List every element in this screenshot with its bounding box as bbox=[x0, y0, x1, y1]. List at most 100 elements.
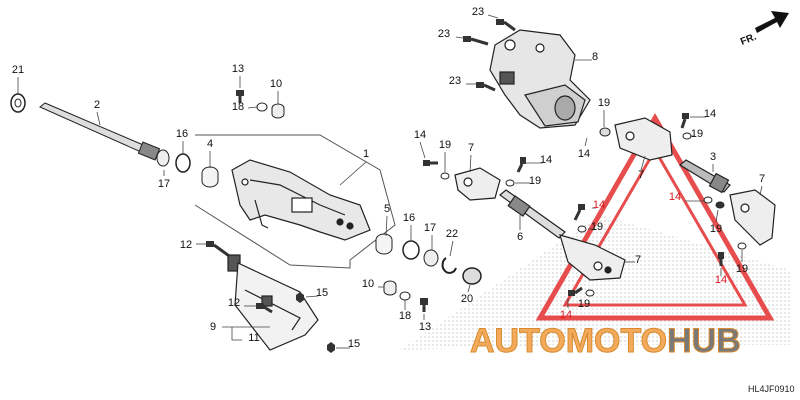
callout-10: 10 bbox=[362, 278, 374, 290]
bearing-20 bbox=[462, 267, 482, 285]
nut-19-g bbox=[703, 196, 713, 204]
callout-3: 3 bbox=[710, 151, 716, 163]
callout-15: 15 bbox=[348, 338, 360, 350]
bolt-14-e bbox=[680, 113, 689, 129]
callout-14: 14 bbox=[578, 148, 590, 160]
bushing-4 bbox=[201, 166, 219, 188]
bolt-14-c bbox=[573, 204, 585, 221]
callout-7: 7 bbox=[635, 254, 641, 266]
callout-11: 11 bbox=[248, 332, 259, 344]
washer-18-lower bbox=[399, 291, 411, 301]
callout-14: 14 bbox=[715, 274, 727, 286]
callout-1: 1 bbox=[363, 148, 369, 160]
callout-19: 19 bbox=[710, 223, 722, 235]
diagram-code: HL4JF0910 bbox=[748, 384, 795, 394]
callout-14: 14 bbox=[593, 199, 605, 211]
callout-16: 16 bbox=[403, 212, 415, 224]
front-direction-arrow bbox=[755, 11, 789, 33]
callout-13: 13 bbox=[232, 63, 244, 75]
bolt-13-top bbox=[236, 90, 244, 103]
callout-17: 17 bbox=[158, 178, 170, 190]
callout-14: 14 bbox=[669, 191, 681, 203]
callout-4: 4 bbox=[207, 138, 213, 150]
watermark: AUTOMOTOHUB bbox=[470, 322, 742, 361]
callout-19: 19 bbox=[439, 139, 451, 151]
callout-19: 19 bbox=[529, 175, 541, 187]
callout-22: 22 bbox=[446, 228, 458, 240]
universal-joint-7-a bbox=[454, 167, 501, 201]
nut-19-i bbox=[737, 242, 747, 250]
nut-19-b bbox=[505, 179, 515, 187]
collar-10-lower bbox=[383, 280, 397, 296]
damper-11 bbox=[227, 254, 319, 351]
callout-12: 12 bbox=[180, 239, 192, 251]
nut-19-f bbox=[682, 132, 692, 140]
seal-17-b bbox=[423, 249, 439, 267]
callout-15: 15 bbox=[316, 287, 328, 299]
callout-7: 7 bbox=[468, 142, 474, 154]
callout-16: 16 bbox=[176, 128, 188, 140]
bolt-23-a bbox=[496, 19, 516, 32]
callout-18: 18 bbox=[399, 310, 411, 322]
callout-20: 20 bbox=[461, 293, 473, 305]
bolt-14-a bbox=[423, 160, 438, 166]
callout-9: 9 bbox=[210, 321, 216, 333]
bearing-16-b bbox=[402, 240, 420, 260]
bolt-13-lower bbox=[420, 298, 428, 312]
callout-19: 19 bbox=[598, 97, 610, 109]
callout-5: 5 bbox=[384, 203, 390, 215]
callout-13: 13 bbox=[419, 321, 431, 333]
nut-15-b bbox=[327, 342, 335, 353]
callout-19: 19 bbox=[591, 221, 603, 233]
bolt-14-d bbox=[568, 286, 583, 296]
callout-18: 18 bbox=[232, 101, 244, 113]
watermark-part: HUB bbox=[667, 322, 741, 360]
universal-joint-7-c bbox=[614, 117, 673, 161]
callout-2: 2 bbox=[94, 99, 100, 111]
bearing-16 bbox=[175, 153, 191, 173]
callout-14: 14 bbox=[704, 108, 716, 120]
bolt-23-b bbox=[463, 36, 489, 46]
watermark-part: MOTO bbox=[566, 322, 667, 360]
callout-6: 6 bbox=[517, 231, 523, 243]
universal-joint-7-b bbox=[559, 234, 626, 281]
callout-19: 19 bbox=[736, 263, 748, 275]
nut-19-d bbox=[585, 289, 595, 297]
intermediate-shaft-6 bbox=[499, 189, 566, 239]
callout-19: 19 bbox=[691, 128, 703, 140]
callout-17: 17 bbox=[424, 222, 436, 234]
callout-10: 10 bbox=[270, 78, 282, 90]
callout-14: 14 bbox=[414, 129, 426, 141]
watermark-triangle bbox=[535, 112, 775, 321]
watermark-part: AUTO bbox=[470, 322, 566, 360]
eps-motor-8 bbox=[489, 29, 591, 129]
callout-23: 23 bbox=[472, 6, 484, 18]
seal-17 bbox=[156, 149, 170, 167]
bolt-14-b bbox=[516, 157, 526, 173]
bolt-12-lower bbox=[256, 303, 273, 314]
bushing-5 bbox=[375, 233, 393, 255]
washer-18-top bbox=[256, 102, 268, 112]
callout-23: 23 bbox=[438, 28, 450, 40]
callout-14: 14 bbox=[560, 309, 572, 321]
bolt-23-c bbox=[476, 82, 496, 92]
circlip-22 bbox=[441, 257, 457, 274]
callout-19: 19 bbox=[578, 298, 590, 310]
group-frame bbox=[194, 134, 396, 269]
callout-14: 14 bbox=[540, 154, 552, 166]
callout-7: 7 bbox=[638, 169, 644, 181]
callout-12: 12 bbox=[228, 297, 240, 309]
callout-23: 23 bbox=[449, 75, 461, 87]
leader-lines bbox=[17, 14, 763, 349]
steering-housing-1 bbox=[231, 159, 371, 241]
nut-19-e bbox=[599, 127, 611, 137]
watermark-text: AUTOMOTOHUB bbox=[470, 322, 741, 360]
front-label: FR. bbox=[739, 31, 758, 47]
nut-19-c bbox=[577, 225, 587, 233]
nut-19-h bbox=[715, 201, 725, 209]
shaft-3 bbox=[678, 159, 731, 194]
washer-21 bbox=[10, 93, 26, 113]
steering-shaft-2 bbox=[39, 102, 161, 161]
